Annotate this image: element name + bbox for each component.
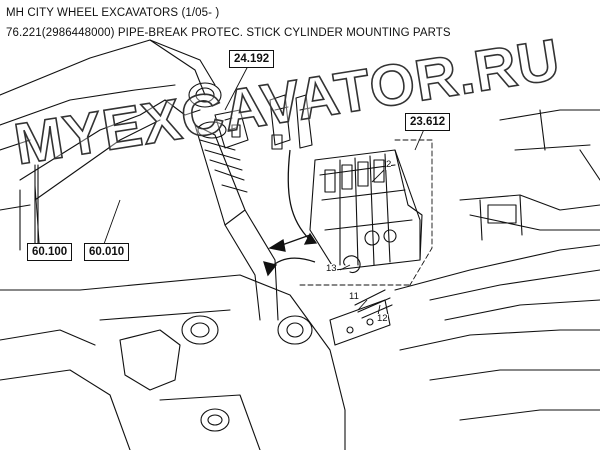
part-number-13: 13	[326, 263, 337, 274]
leader-lines	[34, 65, 426, 316]
group-outline	[299, 139, 433, 286]
hose-fittings	[269, 94, 313, 150]
fasteners	[329, 289, 393, 346]
boom-arm	[0, 39, 222, 201]
retaining-ring	[343, 255, 361, 274]
callout-60100[interactable]: 60.100	[27, 243, 73, 261]
model-line: MH CITY WHEEL EXCAVATORS (1/05- )	[6, 7, 220, 19]
left-sleeve	[0, 164, 39, 256]
part-number-12: 12	[377, 313, 388, 324]
control-valve-block	[309, 149, 423, 271]
section-title: 76.221(2986448000) PIPE-BREAK PROTEC. ST…	[6, 27, 451, 39]
stick-cylinder	[194, 121, 279, 321]
callout-24192[interactable]: 24.192	[229, 50, 275, 68]
part-number-2: 2	[386, 159, 392, 170]
callout-60010[interactable]: 60.010	[84, 243, 130, 261]
assembly-arrows	[263, 149, 318, 277]
chassis-frame	[0, 109, 600, 450]
part-number-11: 11	[349, 291, 359, 302]
pipe-break-valve-left	[214, 109, 249, 149]
callout-23612[interactable]: 23.612	[405, 113, 451, 131]
